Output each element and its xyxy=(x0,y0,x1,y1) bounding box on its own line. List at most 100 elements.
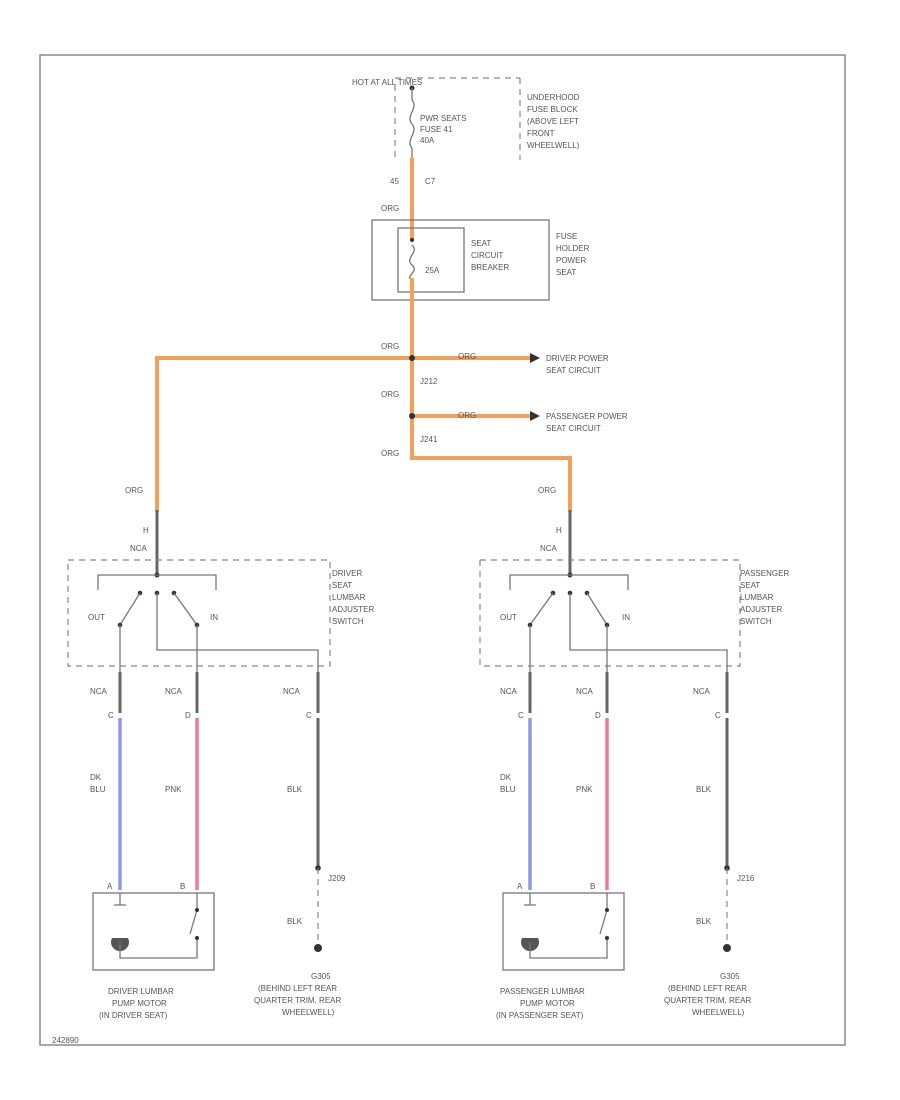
driver-switch-bus xyxy=(97,574,217,590)
footer-id: 242890 xyxy=(52,1036,79,1045)
wire-org-passenger-branch xyxy=(410,456,572,512)
passenger-wire-b: PNK xyxy=(576,785,593,794)
splice-1-dot xyxy=(409,355,415,361)
driver-ground-label-2: (BEHIND LEFT REAR xyxy=(258,984,337,993)
passenger-ground-icon xyxy=(723,944,731,952)
passenger-switch-bus xyxy=(509,574,629,590)
passenger-out-label: OUT xyxy=(500,613,517,622)
driver-conn-b: NCA xyxy=(165,687,183,696)
fuse-label-3: 40A xyxy=(420,136,435,145)
fuse-holder-box xyxy=(371,219,550,301)
driver-conn-label: NCA xyxy=(130,544,148,553)
driver-motor-contact-2 xyxy=(195,936,199,940)
passenger-wire-g: BLK xyxy=(696,917,712,926)
driver-switch-arm-in xyxy=(173,592,198,626)
driver-switch-label-1: DRIVER xyxy=(332,569,362,578)
passenger-pin-b: D xyxy=(595,711,601,720)
driver-pin-a: C xyxy=(108,711,114,720)
driver-ground-icon xyxy=(314,944,322,952)
fuse-holder-label-1: FUSE xyxy=(556,232,577,241)
driver-motor-pin-b: B xyxy=(180,882,185,891)
fuse-label-2: FUSE 41 xyxy=(420,125,453,134)
driver-pin-in: H xyxy=(143,526,149,535)
driver-motor-label-3: (IN DRIVER SEAT) xyxy=(99,1011,168,1020)
driver-motor-circuit xyxy=(119,938,198,959)
passenger-motor-label-2: PUMP MOTOR xyxy=(520,999,575,1008)
fuse-block-label-3: (ABOVE LEFT xyxy=(527,117,579,126)
fuse-block-label-1: UNDERHOOD xyxy=(527,93,580,102)
source-label: HOT AT ALL TIMES xyxy=(352,78,422,87)
driver-switch-label-3: LUMBAR xyxy=(332,593,366,602)
fuse-label-1: PWR SEATS xyxy=(420,114,467,123)
passenger-ground-label-1: G305 xyxy=(720,972,740,981)
passenger-switch-label-4: ADJUSTER xyxy=(740,605,782,614)
driver-motor-contact-1 xyxy=(195,908,199,912)
driver-wire-g: BLK xyxy=(287,917,303,926)
passenger-switch-arm-out xyxy=(529,592,554,626)
passenger-wire-c: BLK xyxy=(696,785,712,794)
driver-in-label: IN xyxy=(210,613,218,622)
driver-switch-label-5: SWITCH xyxy=(332,617,364,626)
wire-org-passenger-tap-label: ORG xyxy=(458,411,476,420)
passenger-switch-border xyxy=(479,559,741,667)
driver-motor-switch-arm xyxy=(189,909,198,935)
wire-org-driver-branch xyxy=(155,356,414,512)
wire-org-4-label: ORG xyxy=(381,449,399,458)
passenger-conn-a: NCA xyxy=(500,687,518,696)
breaker-symbol xyxy=(409,244,415,281)
passenger-wire-a-1: DK xyxy=(500,773,512,782)
passenger-circuit-arrow xyxy=(530,411,540,421)
passenger-motor-label-3: (IN PASSENGER SEAT) xyxy=(496,1011,584,1020)
driver-motor-pin-a: A xyxy=(107,882,113,891)
passenger-in-label: IN xyxy=(622,613,630,622)
driver-motor-label-1: DRIVER LUMBAR xyxy=(108,987,174,996)
driver-switch-arm-out xyxy=(119,592,141,626)
breaker-box xyxy=(397,227,465,293)
driver-wire-a-1: DK xyxy=(90,773,102,782)
driver-wire-b: PNK xyxy=(165,785,182,794)
passenger-wire-a-2: BLU xyxy=(500,785,516,794)
driver-wire-a-2: BLU xyxy=(90,785,106,794)
passenger-conn-label: NCA xyxy=(540,544,558,553)
breaker-label-2: CIRCUIT xyxy=(471,251,504,260)
breaker-contact-top xyxy=(410,238,414,242)
diagram-frame xyxy=(39,54,846,1046)
breaker-label-3: BREAKER xyxy=(471,263,509,272)
passenger-ground-label-2: (BEHIND LEFT REAR xyxy=(668,984,747,993)
fuse-block-label-2: FUSE BLOCK xyxy=(527,105,578,114)
driver-pin-c: C xyxy=(306,711,312,720)
driver-wire-c: BLK xyxy=(287,785,303,794)
driver-ground-path xyxy=(156,593,319,672)
passenger-motor-terminal-a xyxy=(524,893,536,906)
splice-s1-label: J212 xyxy=(420,377,438,386)
passenger-splice-label: J216 xyxy=(737,874,755,883)
wire-org-driver-tap-label: ORG xyxy=(458,352,476,361)
passenger-switch-label-2: SEAT xyxy=(740,581,760,590)
wire-org-1-label: ORG xyxy=(381,204,399,213)
passenger-switch-label-1: PASSENGER xyxy=(740,569,789,578)
passenger-motor-pin-a: A xyxy=(517,882,523,891)
driver-motor-box xyxy=(92,892,215,971)
passenger-ground-label-4: WHEELWELL) xyxy=(692,1008,745,1017)
driver-circuit-arrow xyxy=(530,353,540,363)
driver-circuit-label-1: DRIVER POWER xyxy=(546,354,609,363)
passenger-motor-contact-2 xyxy=(605,936,609,940)
passenger-pin-in: H xyxy=(556,526,562,535)
passenger-motor-label-1: PASSENGER LUMBAR xyxy=(500,987,585,996)
passenger-conn-c: NCA xyxy=(693,687,711,696)
passenger-switch-group: ORG H NCA PASSENGER SEAT LUMBAR ADJUSTER… xyxy=(479,486,789,1020)
fuse-symbol xyxy=(409,99,415,149)
passenger-switch-arm-in xyxy=(586,592,608,626)
driver-pin-b: D xyxy=(185,711,191,720)
breaker-label-1: SEAT xyxy=(471,239,491,248)
passenger-motor-pin-b: B xyxy=(590,882,595,891)
fuse-holder-label-2: HOLDER xyxy=(556,244,590,253)
passenger-ground-path xyxy=(569,593,728,672)
driver-out-label: OUT xyxy=(88,613,105,622)
passenger-pin-a: C xyxy=(518,711,524,720)
passenger-switch-label-3: LUMBAR xyxy=(740,593,774,602)
passenger-motor-box xyxy=(502,892,625,971)
passenger-circuit-label-1: PASSENGER POWER xyxy=(546,412,628,421)
fuse-block-label-5: WHEELWELL) xyxy=(527,141,580,150)
driver-motor-terminal-a xyxy=(114,893,126,906)
